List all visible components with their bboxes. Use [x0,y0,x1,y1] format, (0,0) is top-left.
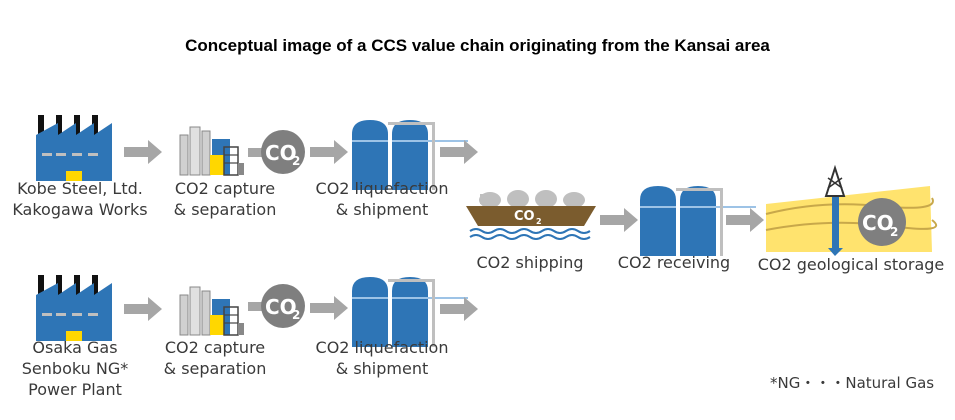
capture-label: CO2 capture& separation [173,179,277,219]
co2-badge: CO 2 [248,130,305,174]
factory-icon [36,275,112,341]
capture-plant-icon [179,126,245,176]
svg-text:CO: CO [514,209,535,224]
footnote: *NG・・・Natural Gas [770,374,935,392]
svg-text:CO: CO [862,211,894,235]
arrow-icon [440,140,478,164]
arrow-icon [124,297,162,321]
liquefaction-label: CO2 liquefaction& shipment [315,179,449,219]
svg-text:2: 2 [890,225,898,239]
svg-text:CO: CO [265,141,297,165]
svg-text:CO: CO [265,295,297,319]
co2-badge: CO 2 [248,284,305,328]
arrow-icon [726,208,764,232]
shipping-label: CO2 shipping [476,253,584,272]
arrow-icon [440,297,478,321]
geological-storage-icon: CO 2 [765,164,938,256]
receiving-label: CO2 receiving [617,253,731,272]
svg-text:2: 2 [292,308,300,322]
ship-icon: CO 2 [466,190,596,240]
arrow-icon [310,140,348,164]
svg-text:2: 2 [292,154,300,168]
source-label-kobe-steel: Kobe Steel, Ltd.Kakogawa Works [12,179,148,219]
arrow-icon [124,140,162,164]
liquefaction-label: CO2 liquefaction& shipment [315,338,449,378]
svg-text:2: 2 [536,217,542,226]
page-title: Conceptual image of a CCS value chain or… [185,36,770,55]
factory-icon [36,115,112,181]
arrow-icon [600,208,638,232]
arrow-icon [310,296,348,320]
capture-label: CO2 capture& separation [163,338,267,378]
storage-label: CO2 geological storage [757,255,945,274]
capture-plant-icon [179,286,245,336]
